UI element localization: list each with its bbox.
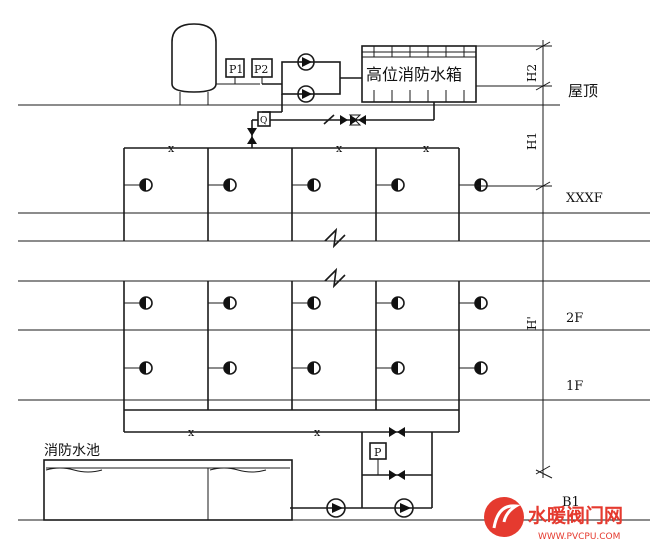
- riser-valves: Q: [247, 111, 271, 148]
- hydrant-symbol: [459, 361, 488, 375]
- svg-text:x: x: [188, 426, 195, 439]
- pipe-network: [123, 147, 460, 433]
- h-prime-label: H': [525, 316, 539, 330]
- p2-label: P2: [254, 63, 268, 76]
- pressure-switch-p2: P2: [251, 58, 273, 84]
- hydrant-symbol: [208, 296, 237, 310]
- hydrant-symbol: [292, 178, 321, 192]
- floor-b1-label: B1: [562, 495, 580, 510]
- hydrant-symbol: [376, 178, 405, 192]
- hydrant-symbol: [208, 361, 237, 375]
- floor-labels: 屋顶 XXXF 2F 1F B1: [562, 82, 603, 510]
- floor-lines: [18, 104, 650, 521]
- watermark-text: 水暖阀门网: [528, 504, 623, 527]
- dimensions: H2 H1 H': [476, 40, 553, 479]
- svg-text:Q: Q: [260, 116, 267, 126]
- p1-label: P1: [229, 63, 243, 76]
- watermark-url: WWW.PVCPU.COM: [538, 532, 620, 542]
- high-level-water-tank: 高位消防水箱: [361, 45, 477, 103]
- hydrant-symbol: [124, 361, 153, 375]
- roof-pumps: [262, 53, 362, 113]
- hydrant-symbol: [124, 296, 153, 310]
- hydrant-symbol: [376, 361, 405, 375]
- hydrant-symbol: [459, 296, 488, 310]
- hydrant-symbol: [124, 178, 153, 192]
- roof-label: 屋顶: [568, 82, 598, 100]
- p-gauge-label: P: [374, 446, 382, 459]
- hydrant-symbol: [292, 296, 321, 310]
- svg-text:x: x: [168, 142, 175, 155]
- svg-text:x: x: [423, 142, 430, 155]
- tank-label: 高位消防水箱: [366, 65, 462, 84]
- floor-1f-label: 1F: [566, 379, 583, 394]
- h2-label: H2: [525, 64, 539, 82]
- pressure-tank: [171, 23, 260, 105]
- hydrant-symbol: [459, 178, 488, 192]
- ring-main-marks: x x x x x: [168, 142, 430, 439]
- fire-water-pool: 消防水池: [43, 443, 293, 521]
- floor-2f-label: 2F: [566, 311, 583, 326]
- hydrant-symbol: [292, 361, 321, 375]
- hydrants: [124, 178, 488, 375]
- svg-text:x: x: [314, 426, 321, 439]
- floor-top-label: XXXF: [566, 191, 603, 206]
- tank-outlet-pipe: [270, 102, 435, 126]
- hydrant-symbol: [376, 296, 405, 310]
- pump-room: P: [290, 427, 433, 518]
- hydrant-symbol: [208, 178, 237, 192]
- watermark: 水暖阀门网 WWW.PVCPU.COM: [484, 497, 623, 542]
- svg-text:x: x: [336, 142, 343, 155]
- h1-label: H1: [525, 132, 539, 150]
- pressure-switch-p1: P1: [225, 58, 245, 84]
- pool-label: 消防水池: [44, 443, 100, 459]
